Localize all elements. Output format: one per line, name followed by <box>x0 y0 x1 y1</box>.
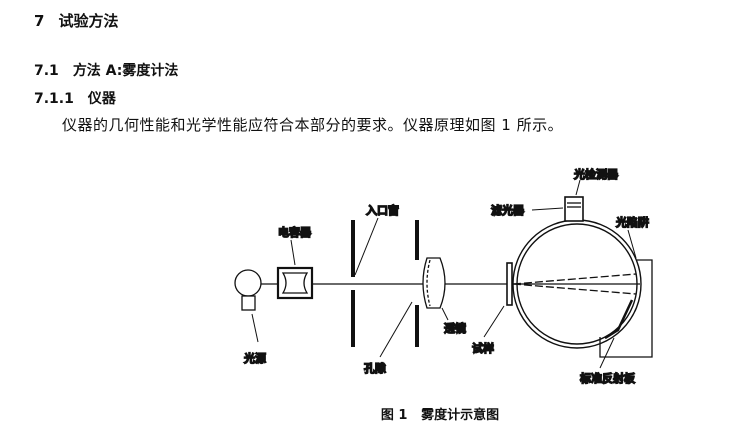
light-trap-box <box>599 259 653 358</box>
label-reflectance-standard: 标准反射板 <box>579 371 636 385</box>
label-lens: 透镜 <box>444 321 466 335</box>
integrating-sphere <box>512 196 642 349</box>
reflectance-standard-plate <box>604 299 634 340</box>
label-arrows <box>251 179 637 369</box>
label-filter: 滤光器 <box>491 203 525 217</box>
entrance-window-plate <box>351 220 355 347</box>
sample-plate <box>506 262 513 306</box>
label-light-trap: 光陷阱 <box>615 215 649 229</box>
figure-caption: 图 1 雾度计示意图 <box>380 408 500 423</box>
aperture-plate <box>415 220 419 347</box>
body-paragraph: 仪器的几何性能和光学性能应符合本部分的要求。仪器原理如图 1 所示。 <box>62 116 564 134</box>
label-entrance-window: 入口窗 <box>366 203 399 217</box>
label-sample: 试样 <box>472 341 494 355</box>
label-aperture: 孔隙 <box>364 361 386 375</box>
lens-element <box>422 257 446 309</box>
label-light-source: 光源 <box>243 351 266 365</box>
label-detector: 光检测器 <box>573 167 619 181</box>
condenser-element <box>276 266 314 300</box>
light-source-lamp <box>234 269 262 311</box>
label-condenser: 电容器 <box>278 225 312 239</box>
